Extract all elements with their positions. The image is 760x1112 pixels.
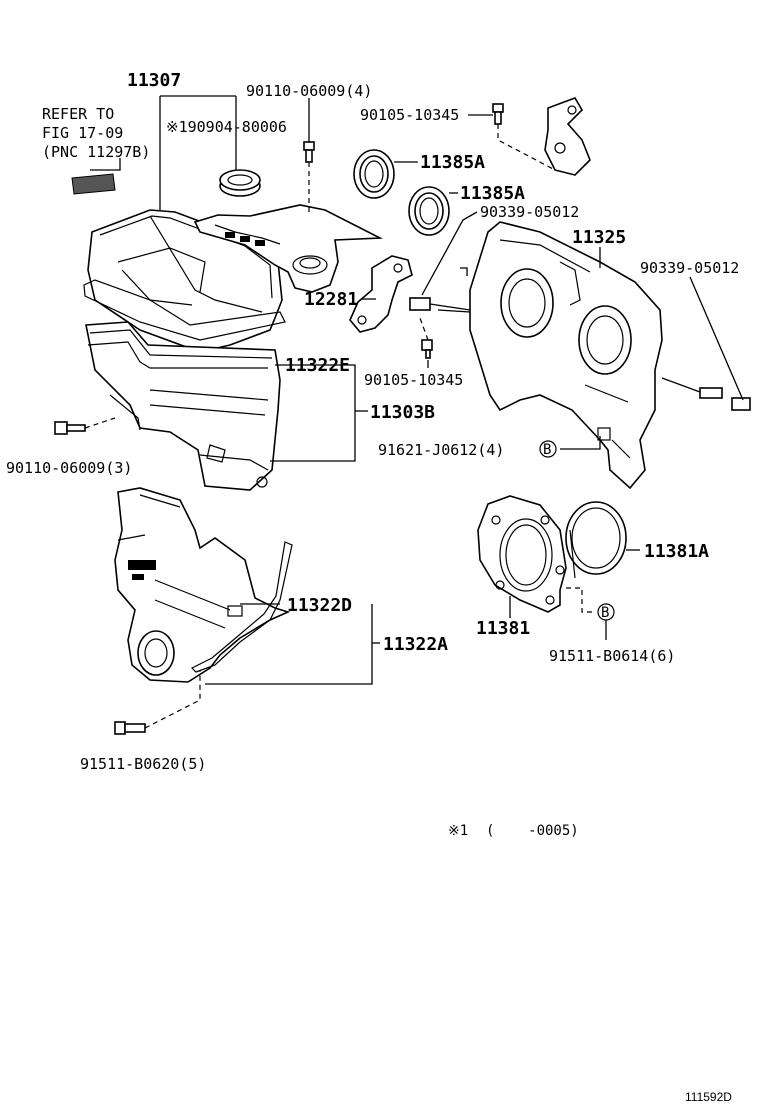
oil-seal-11385A-upper — [353, 149, 395, 199]
label-91511-B0614: 91511-B0614(6) — [549, 647, 675, 665]
label-90110-top: 90110-06009(4) — [246, 82, 372, 100]
label-91511-B0620: 91511-B0620(5) — [80, 755, 206, 773]
circle-marker-b-lower-text: B — [601, 605, 609, 621]
label-91621: 91621-J0612(4) — [378, 441, 504, 459]
label-11385A-lower: 11385A — [460, 183, 525, 204]
nut-90105-mid — [419, 317, 433, 359]
label-11322E: 11322E — [285, 355, 350, 376]
figure-id: 111592D — [685, 1090, 732, 1104]
bolt-90105-top — [492, 103, 556, 171]
label-refer-line3: (PNC 11297B) — [42, 143, 150, 161]
circle-marker-b-upper: B — [539, 440, 557, 458]
leader-lines — [90, 95, 744, 685]
label-refer-line2: FIG 17-09 — [42, 124, 123, 142]
label-90105-mid: 90105-10345 — [364, 371, 463, 389]
oil-seal-11385A-lower — [408, 186, 450, 236]
oil-seal-11381A — [565, 501, 627, 579]
label-90110-left: 90110-06009(3) — [6, 459, 132, 477]
label-11322A: 11322A — [383, 634, 448, 655]
label-refer-line1: REFER TO — [42, 105, 114, 123]
upper-timing-cover — [83, 209, 286, 491]
stud-pin-90339-right — [661, 377, 751, 411]
engine-hanger-12281 — [349, 255, 413, 333]
label-11381A: 11381A — [644, 541, 709, 562]
circle-marker-b-lower: B — [597, 603, 615, 621]
label-90339-left: 90339-05012 — [480, 203, 579, 221]
grommet-90904 — [219, 169, 261, 197]
label-11325: 11325 — [572, 227, 626, 248]
engine-hanger-top — [544, 97, 591, 176]
bolt-90110-top — [303, 141, 315, 215]
circle-marker-b-upper-text: B — [543, 442, 551, 458]
label-11385A-upper: 11385A — [420, 152, 485, 173]
label-11303B: 11303B — [370, 402, 435, 423]
oil-seal-retainer-11381 — [477, 495, 567, 613]
label-11307: 11307 — [127, 70, 181, 91]
lower-timing-cover-11322A — [114, 487, 293, 683]
reference-gasket-shape — [71, 173, 116, 195]
bolt-91511-B0620 — [114, 670, 201, 735]
label-90339-right: 90339-05012 — [640, 259, 739, 277]
label-11381: 11381 — [476, 618, 530, 639]
footnote-text: ( -0005) — [486, 823, 579, 839]
footnote-mark: ※1 — [448, 823, 468, 839]
label-12281: 12281 — [304, 289, 358, 310]
bolt-90110-left — [54, 417, 116, 435]
label-90904: ※190904-80006 — [166, 118, 287, 136]
stud-bolt-long — [437, 309, 471, 313]
timing-belt-plate-11325 — [469, 221, 663, 490]
label-11322D: 11322D — [287, 595, 352, 616]
label-90105-top: 90105-10345 — [360, 106, 459, 124]
stud-pin-90339-left — [409, 297, 471, 311]
engine-cover-plate — [193, 204, 384, 293]
